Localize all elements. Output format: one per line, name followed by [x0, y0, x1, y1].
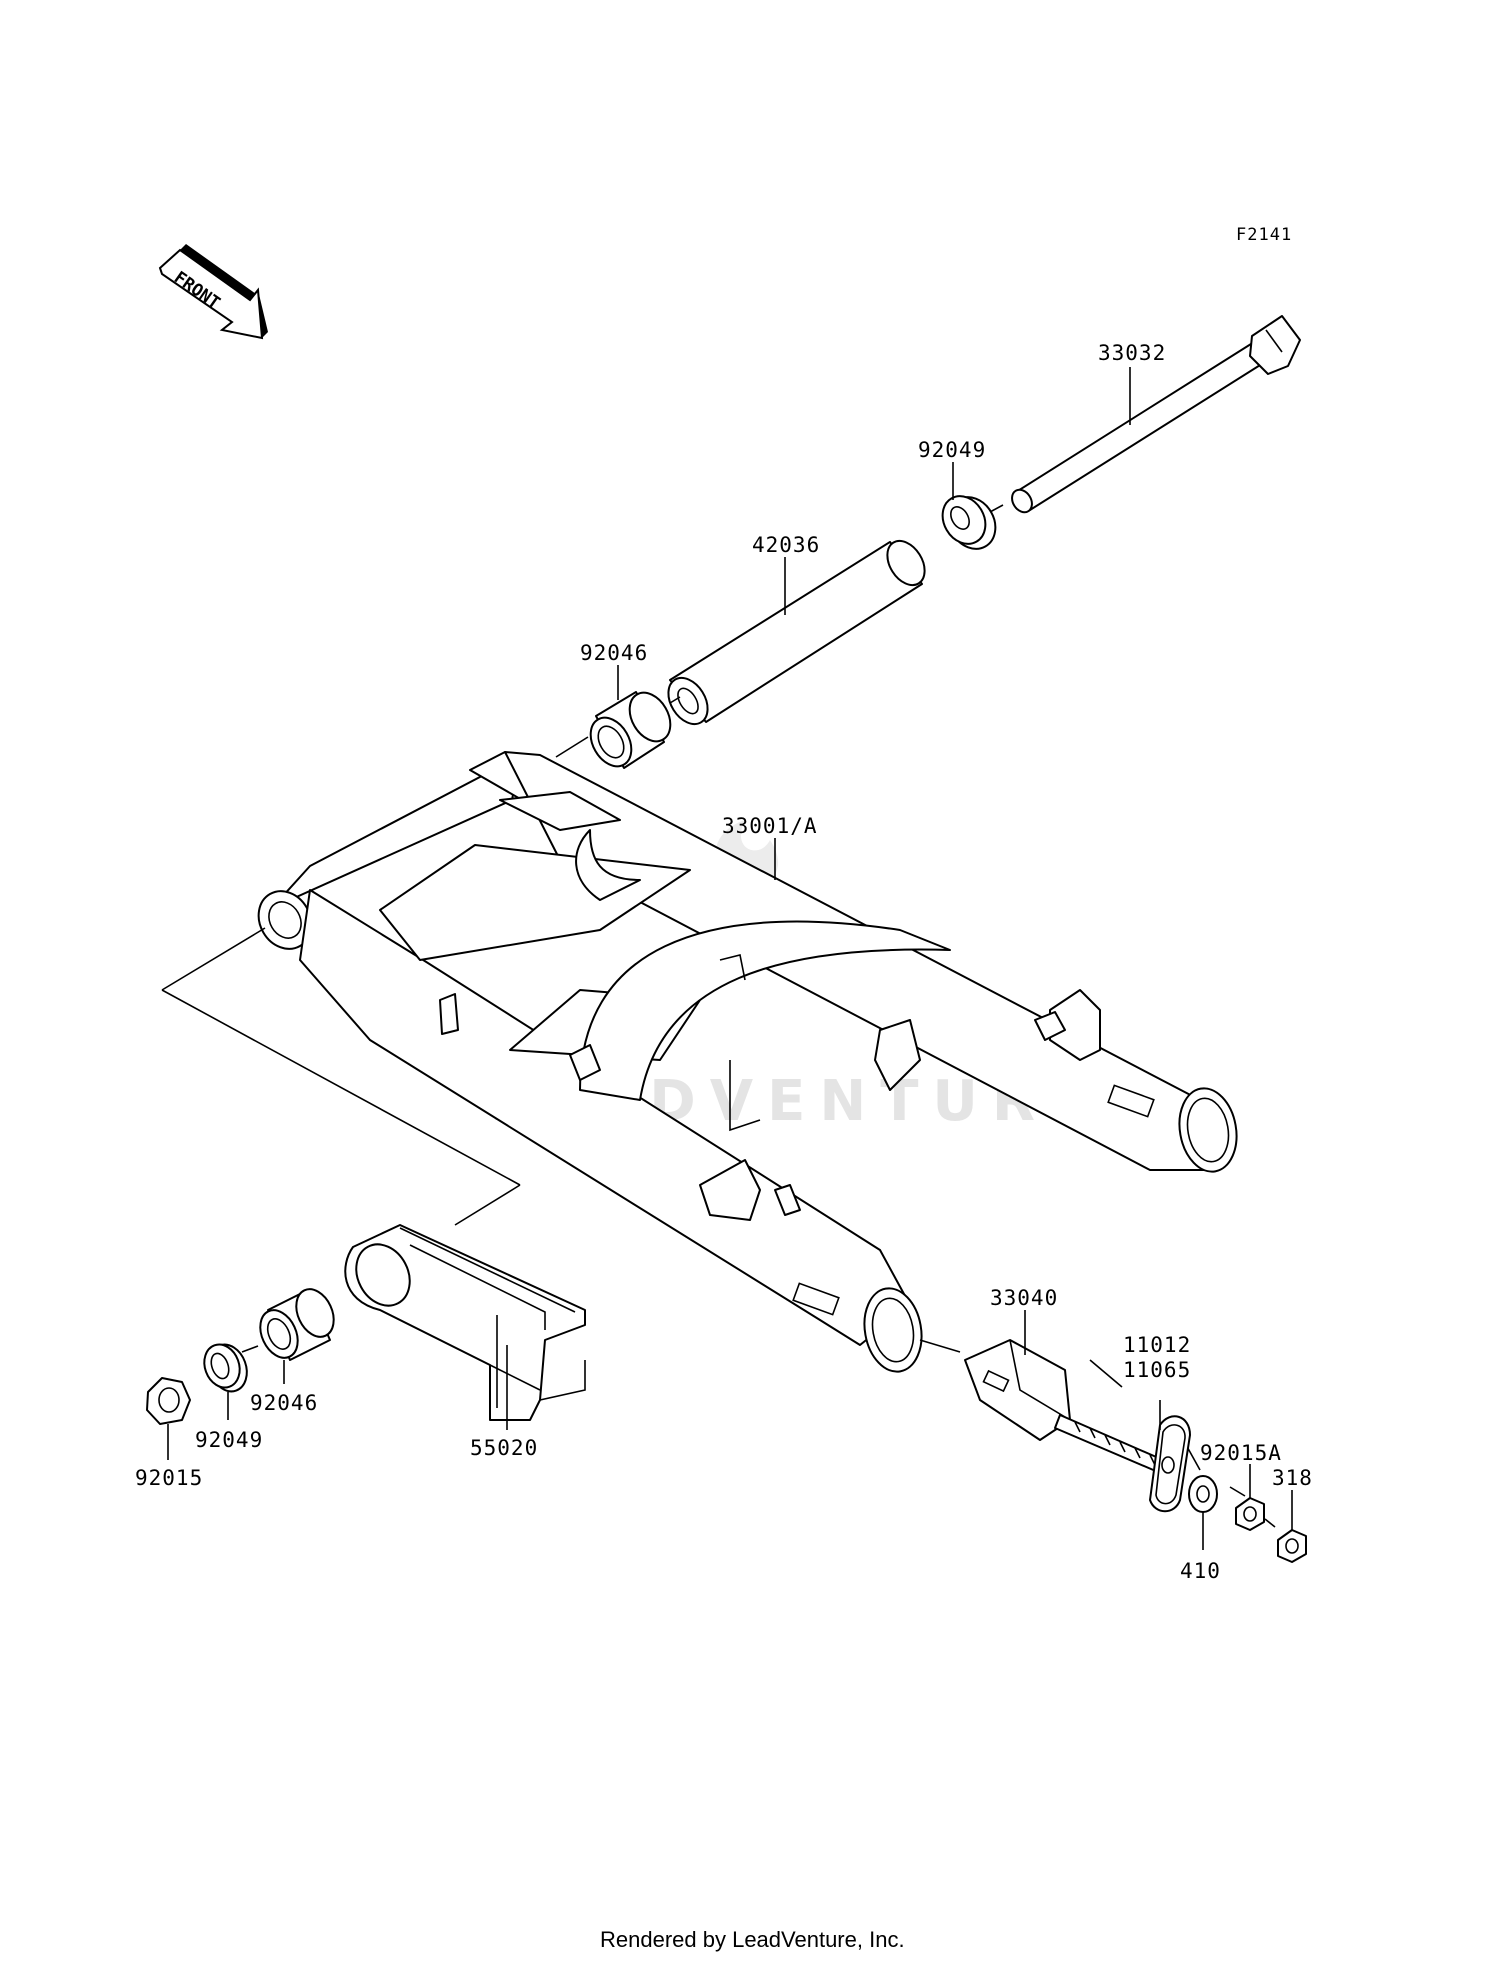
callout-33032: 33032: [1098, 341, 1166, 365]
nut-92015A: [1235, 1497, 1265, 1531]
chain-guide-55020: [344, 1224, 586, 1421]
footer-credit: Rendered by LeadVenture, Inc.: [600, 1927, 905, 1952]
callout-92015: 92015: [135, 1466, 203, 1490]
leader-lines: [167, 367, 1293, 1550]
front-arrow-icon: FRONT: [158, 244, 268, 340]
callout-11012: 11012: [1123, 1333, 1191, 1357]
callout-33001a: 33001/A: [722, 814, 818, 838]
collar-92049-low: [203, 1343, 248, 1393]
callout-55020: 55020: [470, 1436, 538, 1460]
callout-33040: 33040: [990, 1286, 1058, 1310]
nut-92015: [146, 1377, 191, 1425]
callout-92049-top: 92049: [918, 438, 986, 462]
callout-42036: 42036: [752, 533, 820, 557]
callout-92049-low: 92049: [195, 1428, 263, 1452]
callout-92015a: 92015A: [1200, 1441, 1282, 1465]
callout-92046-low: 92046: [250, 1391, 318, 1415]
assembly-guide-lines: [161, 504, 1276, 1528]
needle-bearing-92046-low: [259, 1288, 335, 1361]
callout-11065: 11065: [1123, 1358, 1191, 1382]
needle-bearing-92046-top: [589, 691, 672, 769]
callout-92046-top: 92046: [580, 641, 648, 665]
chain-adjuster-33040: [964, 1339, 1171, 1476]
sleeve-42036: [667, 539, 926, 726]
pivot-shaft-33032: [1011, 315, 1301, 514]
callout-318: 318: [1272, 1466, 1313, 1490]
figure-code: F2141: [1236, 225, 1292, 245]
callout-410: 410: [1180, 1559, 1221, 1583]
swing-arm-33001: [257, 751, 1238, 1373]
washer-410: [1188, 1475, 1218, 1513]
plate-11012: [1149, 1415, 1191, 1513]
nut-318: [1277, 1529, 1307, 1563]
collar-92049-top: [941, 495, 997, 550]
